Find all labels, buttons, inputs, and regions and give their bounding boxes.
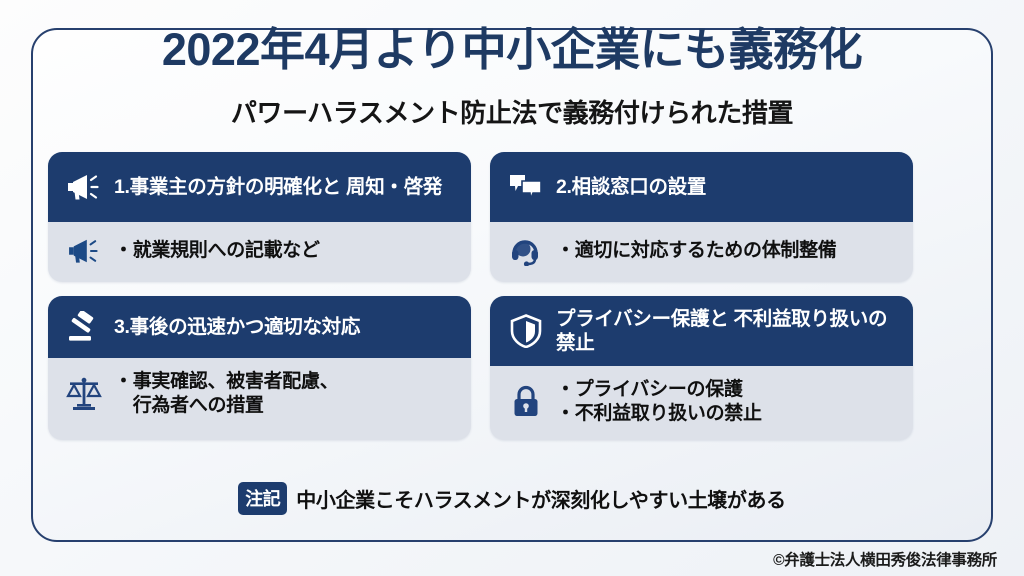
measure-card-4-body-line2: ・不利益取り扱いの禁止	[556, 403, 762, 424]
measure-card-2-header-text: 2.相談窓口の設置	[556, 175, 706, 199]
scales-icon	[62, 373, 106, 415]
measure-card-4-body-line1: ・プライバシーの保護	[556, 378, 743, 400]
megaphone-icon	[62, 167, 106, 207]
measure-card-1-head-line2: 周知・啓発	[346, 175, 443, 198]
measure-card-3-body-text: ・事実確認、被害者配慮、 行為者への措置	[114, 370, 339, 419]
measure-card-3-body-line1: ・事実確認、被害者配慮、	[114, 370, 339, 392]
measure-card-4[interactable]: プライバシー保護と 不利益取り扱いの禁止 ・プライバシーの保護 ・不利益取り扱い…	[490, 296, 913, 440]
measure-card-4-header-text: プライバシー保護と 不利益取り扱いの禁止	[556, 307, 901, 355]
measure-card-4-header: プライバシー保護と 不利益取り扱いの禁止	[490, 296, 913, 366]
slide-frame	[31, 28, 993, 542]
page-subtitle: パワーハラスメント防止法で義務付けられた措置	[230, 98, 794, 128]
speech-bubbles-icon	[504, 167, 548, 207]
measure-card-3-body-line2: 行為者への措置	[114, 395, 264, 416]
measure-card-1-body-line1: ・就業規則への記載など	[114, 239, 320, 261]
footnote-text: 中小企業こそハラスメントが深刻化しやすい土壌がある	[296, 490, 786, 512]
footnote-badge: 注記	[238, 482, 288, 515]
measure-card-2-body-text: ・適切に対応するための体制整備	[556, 239, 837, 263]
gavel-icon	[62, 307, 106, 347]
footnote: 注記 中小企業こそハラスメントが深刻化しやすい土壌がある	[0, 482, 1024, 515]
measure-card-1-head-line1: 1.事業主の方針の明確化と	[114, 175, 341, 198]
headset-icon	[504, 230, 548, 272]
measure-card-1-header-text: 1.事業主の方針の明確化と 周知・啓発	[114, 175, 442, 199]
shield-icon	[504, 311, 548, 351]
measures-row-2: 3.事後の迅速かつ適切な対応 ・事実確認、被害者配慮、	[48, 296, 914, 440]
measure-card-2-head-line1: 2.相談窓口の設置	[556, 175, 707, 198]
measure-card-3-header: 3.事後の迅速かつ適切な対応	[48, 296, 471, 358]
measure-card-2-body-line1: ・適切に対応するための体制整備	[556, 239, 837, 261]
page-title: 2022年4月より中小企業にも義務化	[161, 24, 863, 75]
measure-card-2[interactable]: 2.相談窓口の設置 ・適切に対応するための体制整備	[490, 152, 913, 282]
lock-icon	[504, 381, 548, 423]
measure-card-4-body-text: ・プライバシーの保護 ・不利益取り扱いの禁止	[556, 378, 762, 427]
measures-row-1: 1.事業主の方針の明確化と 周知・啓発 ・就業規則への記載な	[48, 152, 914, 282]
measures-grid: 1.事業主の方針の明確化と 周知・啓発 ・就業規則への記載な	[48, 152, 914, 454]
copyright-text: ©弁護士法人横田秀俊法律事務所	[773, 552, 997, 569]
measure-card-2-header: 2.相談窓口の設置	[490, 152, 913, 222]
measure-card-2-body: ・適切に対応するための体制整備	[490, 222, 913, 282]
measure-card-3-body: ・事実確認、被害者配慮、 行為者への措置	[48, 358, 471, 432]
measure-card-1-body: ・就業規則への記載など	[48, 222, 471, 282]
megaphone-icon	[62, 230, 106, 272]
measure-card-4-head-line1: プライバシー保護と	[556, 307, 729, 330]
measure-card-1-body-text: ・就業規則への記載など	[114, 239, 320, 263]
measure-card-3-head-line1: 3.事後の迅速かつ適切な対応	[114, 315, 361, 338]
measure-card-4-body: ・プライバシーの保護 ・不利益取り扱いの禁止	[490, 366, 913, 440]
measure-card-1-header: 1.事業主の方針の明確化と 周知・啓発	[48, 152, 471, 222]
measure-card-3-header-text: 3.事後の迅速かつ適切な対応	[114, 315, 360, 339]
measure-card-3[interactable]: 3.事後の迅速かつ適切な対応 ・事実確認、被害者配慮、	[48, 296, 471, 440]
measure-card-4-head-line2: 不利益取り扱いの禁止	[556, 307, 888, 354]
measure-card-1[interactable]: 1.事業主の方針の明確化と 周知・啓発 ・就業規則への記載な	[48, 152, 471, 282]
